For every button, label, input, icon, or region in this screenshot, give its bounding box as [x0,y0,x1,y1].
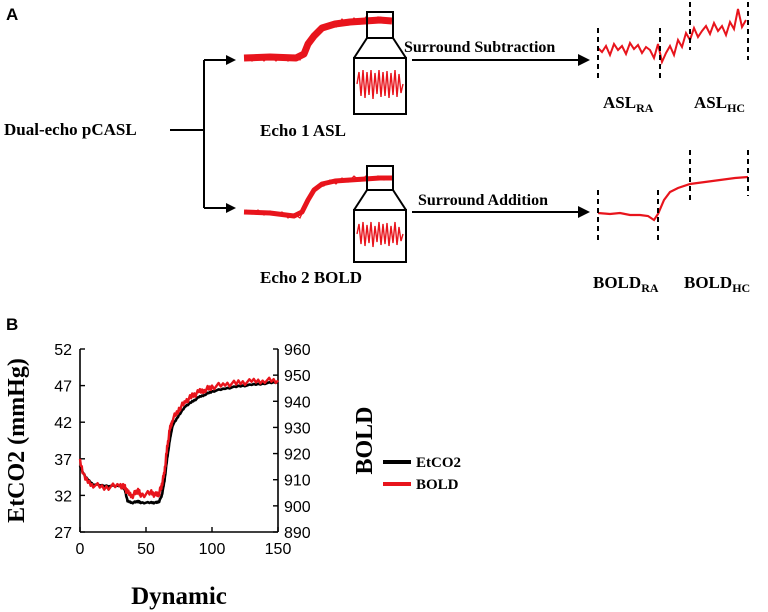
branch-connector [170,59,230,209]
arrow-head-echo2 [226,203,236,213]
x-tick-label: 100 [199,541,226,558]
bold-hc-label: BOLDHC [684,273,750,295]
asl-ra-label: ASLRA [603,93,654,115]
echo2-label: Echo 2 BOLD [260,268,362,287]
echo2-zoom-source-box [366,165,394,191]
asl-hc-label: ASLHC [694,93,745,115]
y-left-tick-label: 32 [54,488,72,505]
legend-label-bold: BOLD [416,477,459,493]
y-right-axis-label: BOLD [352,406,378,474]
panel-a-letter: A [6,5,18,24]
bold-dividers [597,150,749,240]
y-right-tick-label: 890 [284,525,311,542]
etco2-bold-chart: 27 32 37 42 47 52 890 900 910 920 930 940 950 960 0 50 1… [4,342,461,610]
y-left-axis-label: EtCO2 (mmHg) [4,358,30,523]
y-left-tick-label: 27 [54,525,72,542]
y-left-tick-label: 52 [54,342,72,359]
echo1-zoom-signal [356,69,404,100]
x-tick-label: 0 [76,541,85,558]
y-right-tick-label: 930 [284,420,311,437]
y-right-tick-label: 910 [284,473,311,490]
addition-arrow-head [578,206,590,218]
y-right-tick-label: 900 [284,499,311,516]
asl-output-signal [597,8,747,66]
y-left-tick-label: 47 [54,379,72,396]
panel-b-letter: B [6,315,18,334]
source-label: Dual-echo pCASL [4,120,137,139]
x-tick-label: 50 [137,541,155,558]
y-left-tick-label: 37 [54,452,72,469]
y-right-tick-label: 920 [284,447,311,464]
y-right-tick-label: 960 [284,342,311,359]
y-right-tick-label: 950 [284,368,311,385]
arrow-head-echo1 [226,55,236,65]
subtraction-arrow-head [578,54,590,66]
echo1-zoom-source-box [366,11,394,39]
echo2-zoom-funnel [353,189,407,211]
addition-label: Surround Addition [418,192,548,209]
echo1-label: Echo 1 ASL [260,121,346,140]
x-tick-label: 150 [265,541,292,558]
echo1-zoom-funnel [353,37,407,59]
subtraction-label: Surround Subtraction [404,39,555,56]
asl-dividers [597,2,749,80]
x-axis-label: Dynamic [131,583,227,610]
bold-ra-label: BOLDRA [593,273,659,295]
series-line-bold [78,376,279,500]
y-left-tick-label: 42 [54,415,72,432]
echo2-zoom-signal [356,221,404,248]
bold-output-signal [597,175,749,222]
y-right-tick-label: 940 [284,394,311,411]
legend-label-etco2: EtCO2 [416,455,461,471]
series-line-etco2 [78,380,279,505]
